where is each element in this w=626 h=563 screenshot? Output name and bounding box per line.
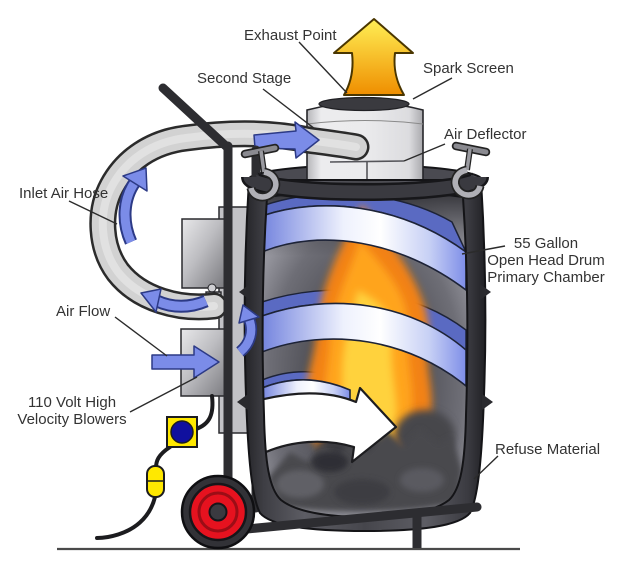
wheel xyxy=(180,474,256,550)
label-second-stage: Second Stage xyxy=(197,70,292,87)
left-clamp xyxy=(240,143,281,202)
upper-blower xyxy=(181,218,227,289)
leader-lines xyxy=(68,41,506,480)
label-drum-line3: Primary Chamber xyxy=(487,269,605,286)
exhaust-arrow-icon xyxy=(333,18,414,96)
label-drum-line2: Open Head Drum xyxy=(487,252,605,269)
hose-fitting-knob xyxy=(207,283,217,293)
switch-button xyxy=(170,420,194,444)
label-air-flow: Air Flow xyxy=(56,303,111,320)
label-blowers-line1: 110 Volt High xyxy=(27,394,117,411)
label-primary-chamber: 55 Gallon Open Head Drum Primary Chamber xyxy=(478,235,614,286)
right-clamp xyxy=(450,141,491,200)
label-spark-screen: Spark Screen xyxy=(423,60,514,77)
label-inlet-air-hose: Inlet Air Hose xyxy=(19,185,109,202)
airflow-arrow-icon xyxy=(238,304,260,324)
hose-flow-arrow-icon xyxy=(140,288,162,313)
air-deflector xyxy=(329,160,405,182)
primary-chamber-interior xyxy=(262,190,468,517)
drum-hoop-tabs xyxy=(237,284,493,410)
label-drum-line1: 55 Gallon xyxy=(513,235,579,252)
label-air-deflector: Air Deflector xyxy=(444,126,527,143)
air-flow-arrows xyxy=(151,304,260,379)
spark-screen-top xyxy=(318,96,410,112)
label-refuse-material: Refuse Material xyxy=(495,441,601,458)
label-blowers-line2: Velocity Blowers xyxy=(17,411,127,428)
hose-flow-arrows xyxy=(118,121,320,313)
hand-truck-handle xyxy=(158,83,233,153)
axle-bar xyxy=(221,502,482,536)
combustion-flow-arrow-icon xyxy=(262,386,398,464)
label-blowers: 110 Volt High Velocity Blowers xyxy=(6,394,138,428)
hose-flow-arrow-icon xyxy=(122,167,148,192)
airflow-arrow-icon xyxy=(151,345,220,379)
label-exhaust-point: Exhaust Point xyxy=(244,27,337,44)
